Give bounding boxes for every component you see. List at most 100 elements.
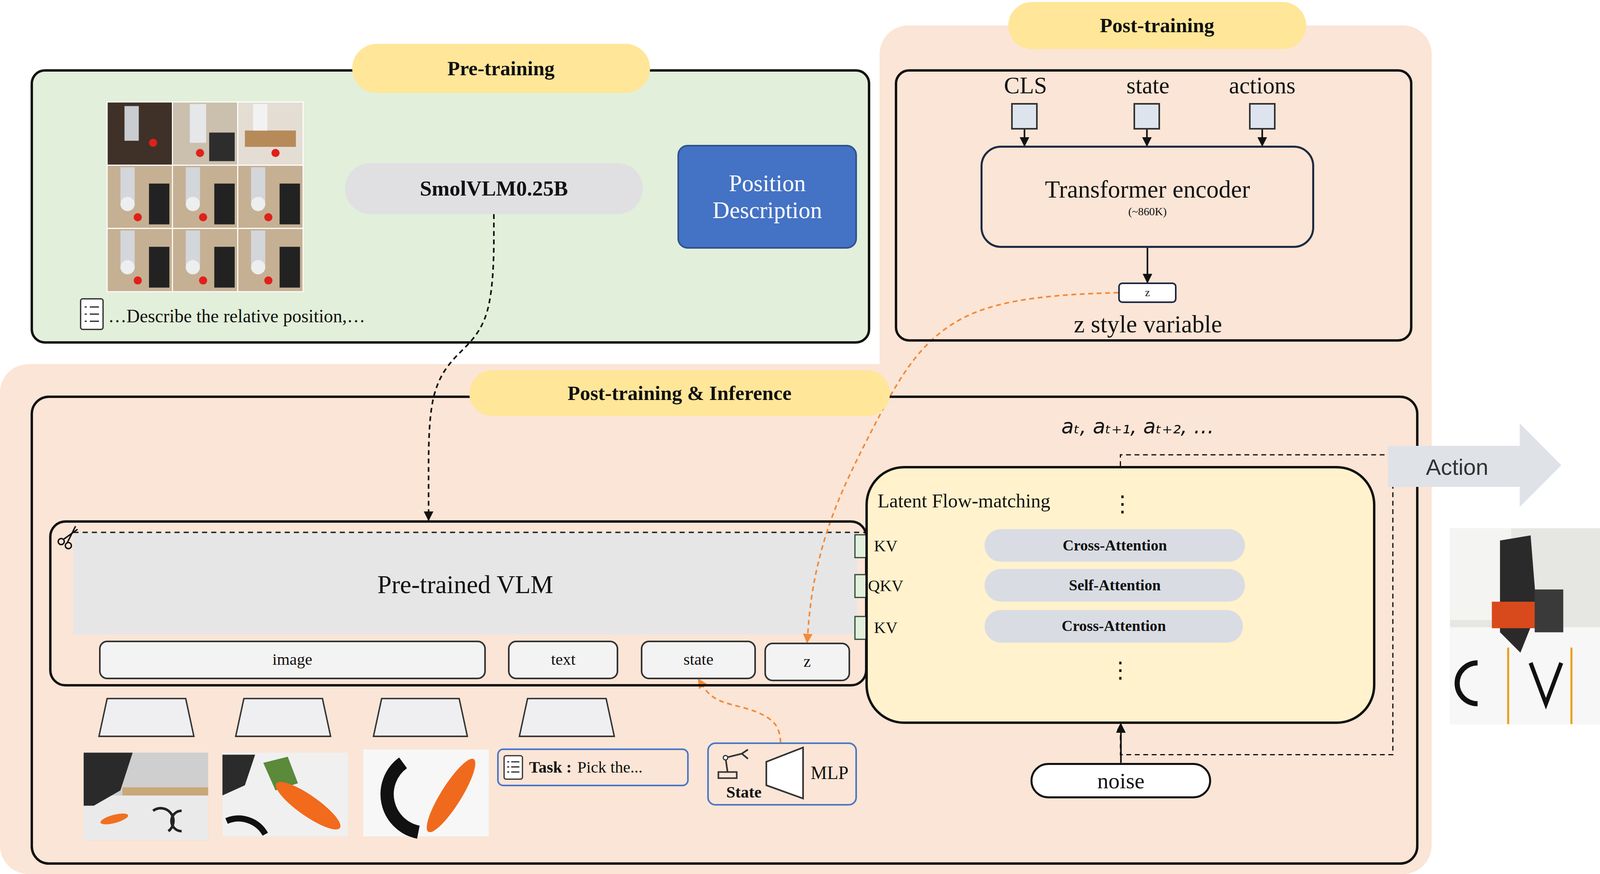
input-name: CLS [974, 69, 1077, 102]
photo-ground [83, 752, 209, 841]
noise-box: noise [1030, 763, 1212, 799]
scene-block [148, 183, 170, 225]
encoder-name: Transformer encoder [1044, 175, 1251, 204]
icon-frame [503, 755, 523, 780]
kv-name: KV [856, 531, 915, 561]
vlm-band [73, 532, 858, 635]
input-name: state [1096, 69, 1200, 102]
output-label: Position Description [679, 169, 856, 224]
photo-carrot [270, 775, 346, 837]
target-dot [264, 276, 273, 285]
mlp-name: MLP [804, 759, 856, 788]
connector-arrow [1261, 129, 1264, 147]
scene-block [214, 246, 235, 288]
layer-name: Cross-Attention [1061, 617, 1166, 636]
target-dot [271, 148, 280, 157]
input-token: actions [1249, 103, 1276, 130]
latent-token: zz style variable [1118, 282, 1177, 304]
scene-plank [244, 130, 296, 147]
wrist-photo [222, 752, 349, 837]
photo-carrot [419, 753, 483, 838]
scene-grid [107, 101, 304, 292]
robot-base [120, 260, 135, 275]
robot-icon [718, 749, 749, 779]
token-name: text [551, 650, 576, 670]
action-sequence: aₜ, aₜ₊₁, aₜ₊₂, … [1030, 408, 1245, 445]
scissors-blade [67, 526, 76, 543]
photo-table [83, 795, 209, 841]
input-token: CLS [1011, 103, 1038, 130]
encoder-trapezoid [373, 698, 468, 737]
scene-tile [172, 101, 238, 166]
attention-layer: Cross-Attention [984, 610, 1243, 643]
task-text: Pick the... [577, 758, 643, 778]
target-dot [198, 276, 207, 285]
list-icon [80, 299, 104, 330]
target-dot [148, 138, 157, 147]
connector-arrow [1145, 129, 1148, 147]
inference-ground [0, 364, 1432, 874]
icon-lines [84, 307, 99, 322]
param-count: (~860K) [1128, 205, 1167, 219]
photo-mark [152, 808, 182, 832]
photo-tape [1507, 647, 1510, 725]
input-token: z [764, 642, 851, 682]
scene-tile [107, 165, 173, 229]
mlp-trapezoid [766, 747, 804, 799]
photo-strip [122, 787, 209, 796]
photo-arc [387, 763, 419, 833]
icon-frame [80, 299, 104, 330]
photo-ground [222, 752, 349, 837]
task-key: Task : [529, 758, 572, 778]
attention-layer: Self-Attention [984, 569, 1245, 602]
photo-robot [1500, 535, 1537, 653]
connector-arrow [1023, 129, 1026, 147]
state-caption: State [711, 781, 777, 804]
robot-arm [251, 167, 266, 203]
encoder-box: Transformer encoder(~860K) [980, 145, 1315, 248]
token-name: image [272, 650, 313, 670]
stage-heading: Pre-training [352, 43, 651, 93]
task-box: Task :Pick the... [497, 748, 690, 787]
robot-joint [723, 755, 728, 761]
robot-arm [185, 167, 200, 203]
scene-tile [237, 101, 304, 166]
kv-name: KV [856, 613, 915, 643]
stage-heading: Post-training [1008, 2, 1307, 50]
scissors-icon [57, 526, 78, 550]
scene-block [279, 183, 301, 225]
robot-arm [189, 104, 207, 143]
prompt-note: …Describe the relative position,… [108, 299, 558, 333]
scissors-ring [65, 542, 72, 549]
scene-tile [237, 165, 304, 229]
connector-arrow [1146, 247, 1149, 283]
token-name: z [803, 652, 811, 672]
noise-name: noise [1097, 768, 1145, 794]
token-name: state [683, 650, 714, 670]
scene-tile [107, 228, 173, 292]
stage-heading: Post-training & Inference [469, 370, 890, 417]
scene-block [279, 246, 301, 288]
token-name: z [1144, 286, 1150, 300]
flow-name: Latent Flow-matching [877, 483, 1113, 519]
stage-panel: imagetextstatezPre-trained VLMKVQKVKVCro… [30, 395, 1419, 866]
layer-name: Self-Attention [1069, 576, 1161, 595]
robot-base [718, 772, 738, 779]
encoder-trapezoid [99, 698, 195, 737]
ellipsis-mark: ⋮ [1108, 652, 1133, 688]
camera-photo [83, 752, 209, 841]
robot-base [185, 196, 200, 211]
output-box: Position Description [677, 144, 857, 250]
robot-gripper [741, 749, 748, 760]
robot-photo [1449, 528, 1600, 725]
input-name: actions [1201, 69, 1323, 102]
robot-arm [185, 230, 200, 266]
photo-mark [1457, 662, 1478, 704]
wrist-photo [363, 749, 489, 838]
photo-ground [1449, 528, 1600, 725]
robot-arm [253, 104, 268, 131]
connector-arrow [698, 679, 781, 743]
stage-panel: CLSstateactionsTransformer encoder(~860K… [894, 69, 1413, 342]
photo-arc [226, 818, 266, 835]
